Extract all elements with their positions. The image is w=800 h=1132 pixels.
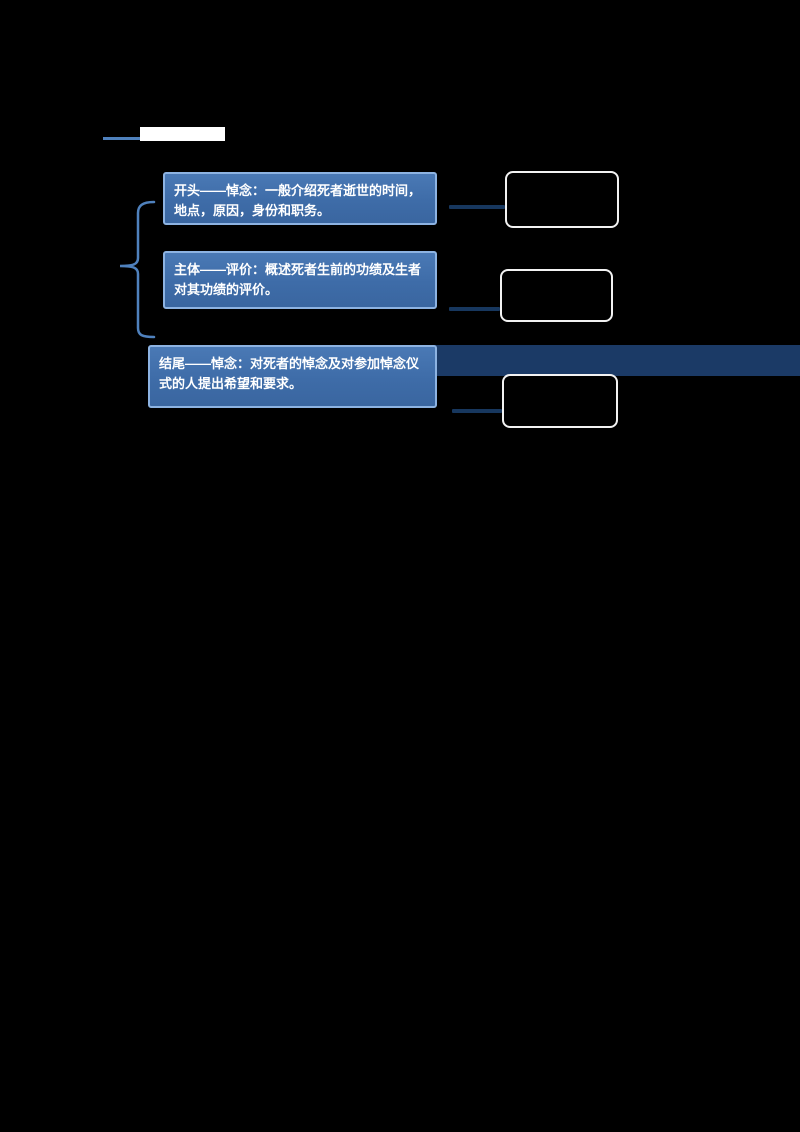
node-opening: 开头——悼念：一般介绍死者逝世的时间，地点，原因，身份和职务。 bbox=[163, 172, 437, 225]
answer-box-body bbox=[500, 269, 613, 322]
answer-box-opening bbox=[505, 171, 619, 228]
brace-connector bbox=[119, 200, 156, 339]
title-highlight-box bbox=[140, 127, 225, 141]
node-ending: 结尾——悼念：对死者的悼念及对参加悼念仪式的人提出希望和要求。 bbox=[148, 345, 437, 408]
node-ending-label: 结尾——悼念：对死者的悼念及对参加悼念仪式的人提出希望和要求。 bbox=[159, 356, 420, 392]
node-body: 主体——评价：概述死者生前的功绩及生者对其功绩的评价。 bbox=[163, 251, 437, 309]
connector-body bbox=[449, 307, 500, 311]
node-opening-label: 开头——悼念：一般介绍死者逝世的时间，地点，原因，身份和职务。 bbox=[174, 183, 422, 219]
title-underline bbox=[103, 137, 151, 140]
highlight-band bbox=[430, 345, 800, 376]
answer-box-ending bbox=[502, 374, 618, 428]
node-body-label: 主体——评价：概述死者生前的功绩及生者对其功绩的评价。 bbox=[174, 262, 422, 298]
connector-opening bbox=[449, 205, 505, 209]
connector-ending bbox=[452, 409, 502, 413]
